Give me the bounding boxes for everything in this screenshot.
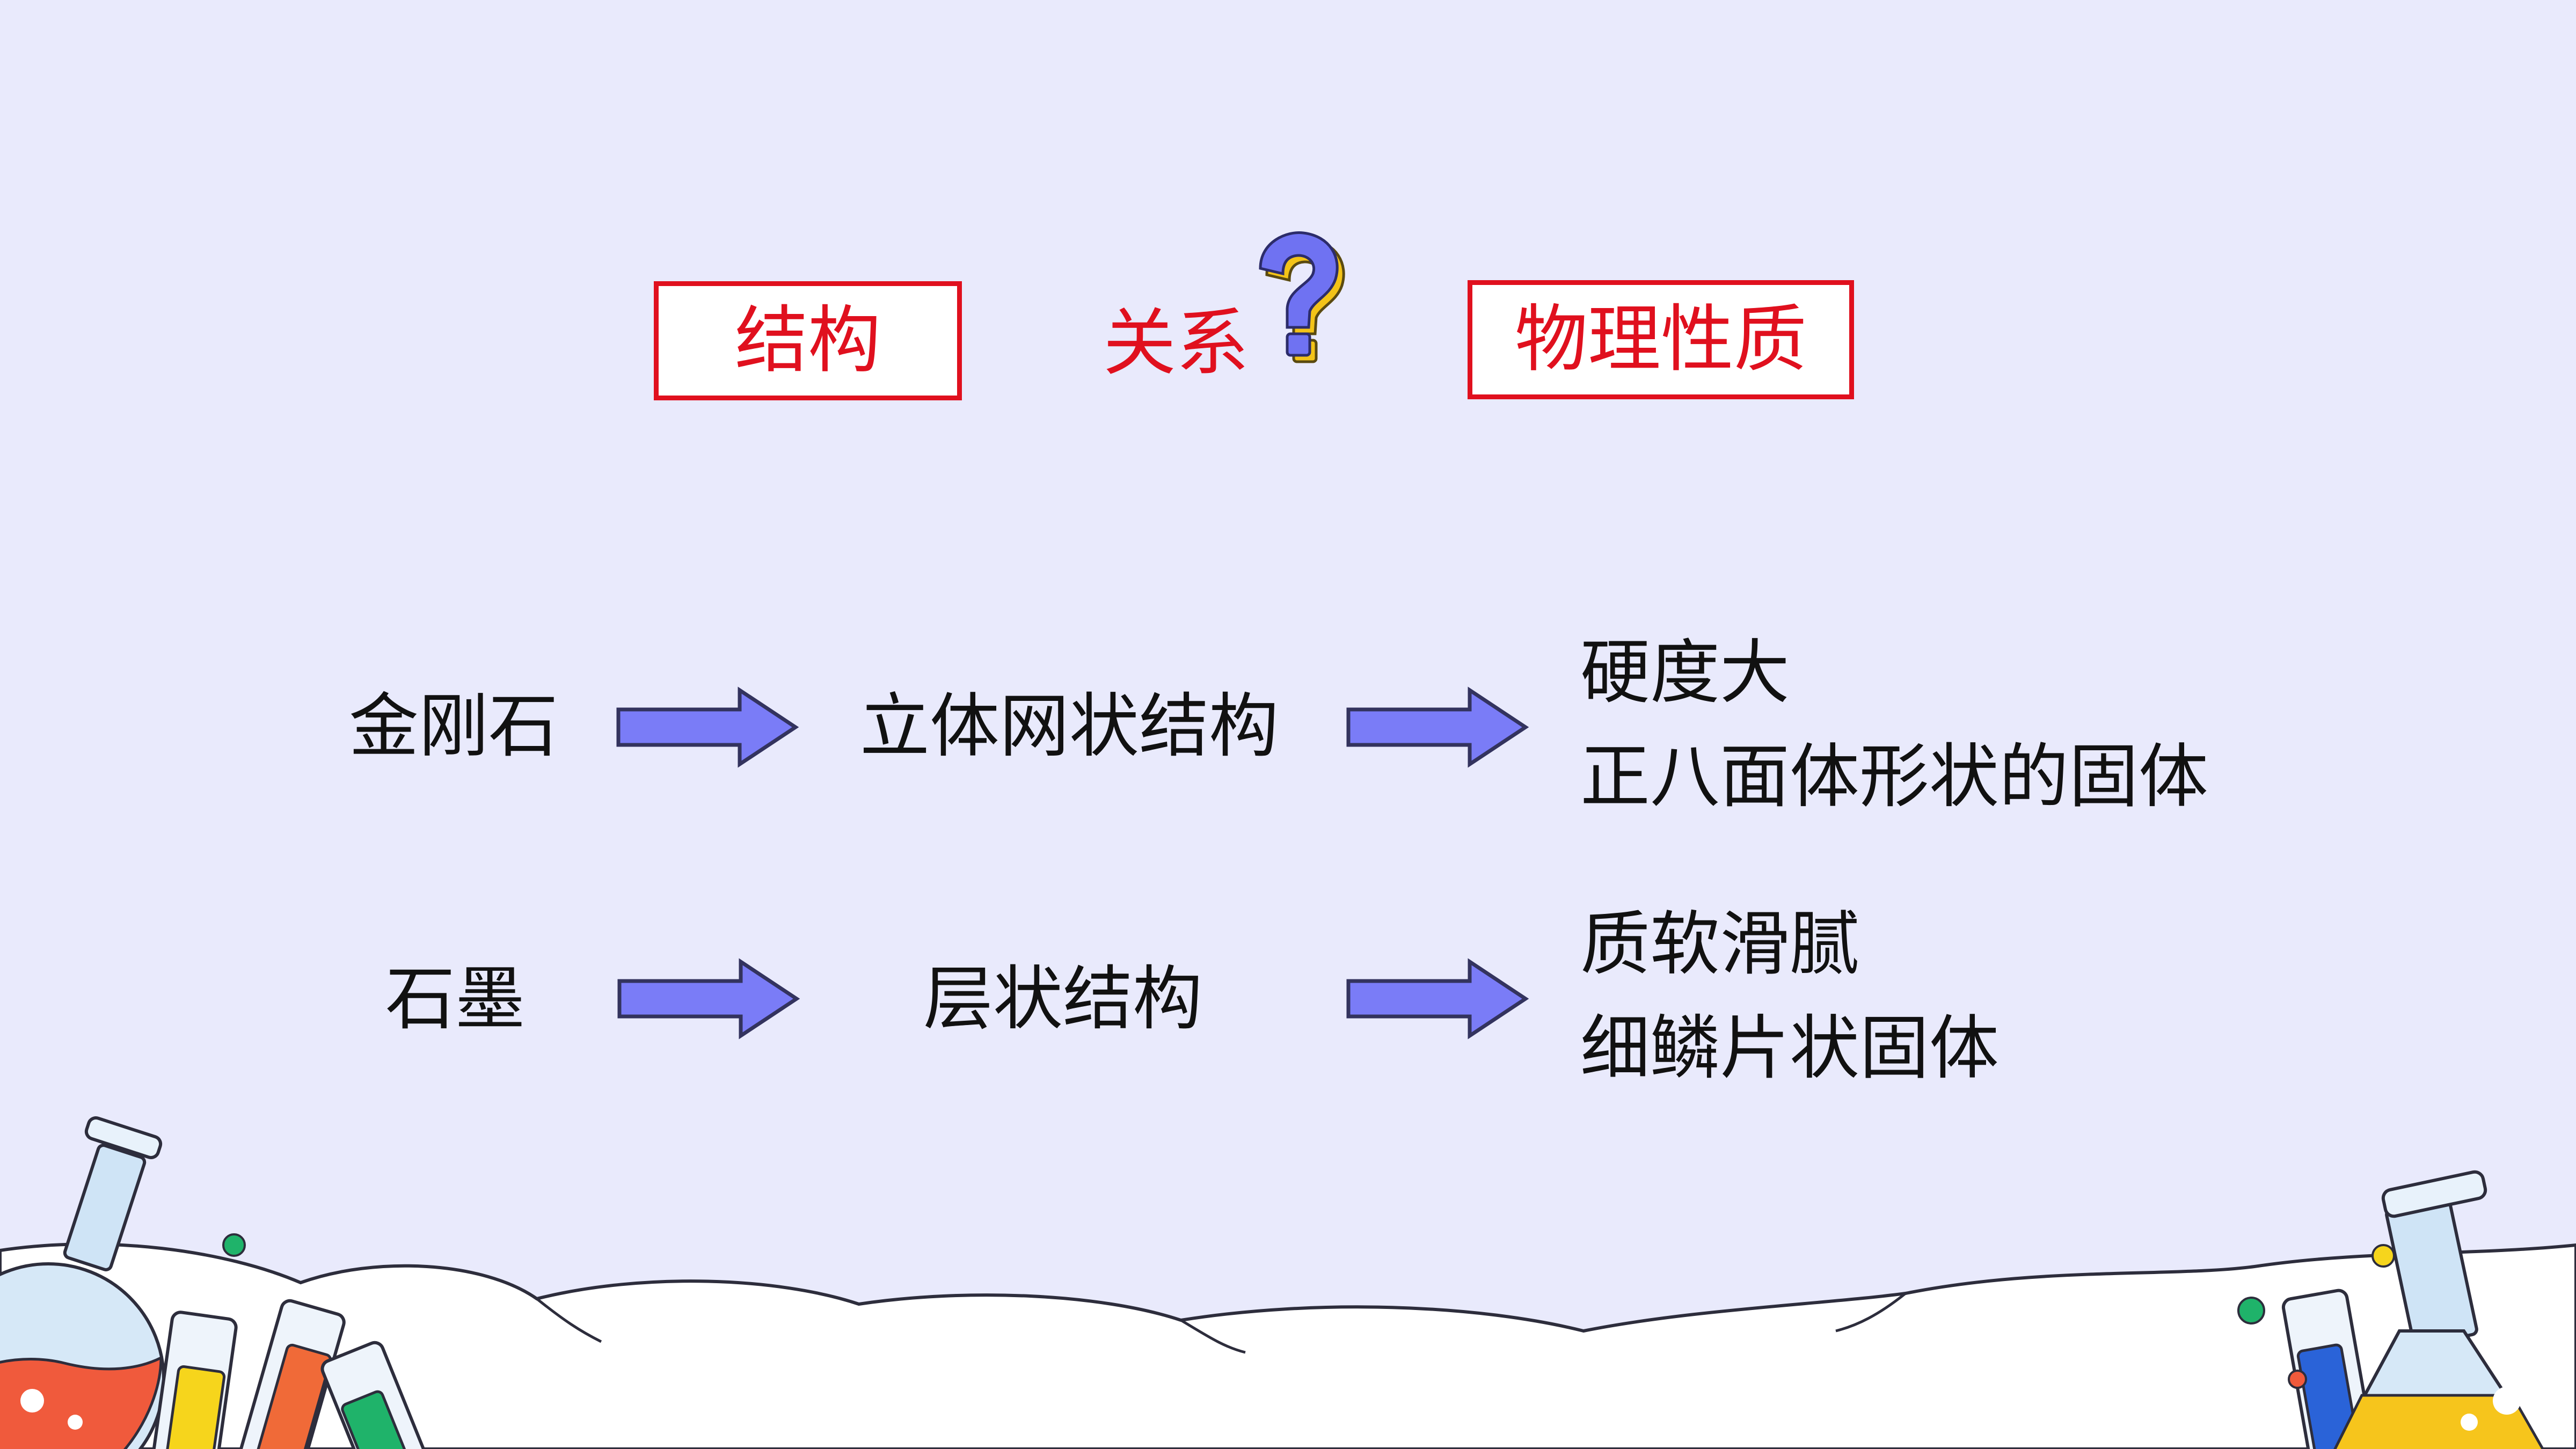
bubble-icon	[222, 1233, 246, 1257]
round-flask-icon	[0, 1116, 165, 1449]
bubble-icon	[2288, 1370, 2307, 1389]
structure-graphite: 层状结构	[923, 958, 1203, 1040]
arrow-icon	[1346, 686, 1529, 768]
structure-diamond: 立体网状结构	[860, 685, 1279, 767]
bottom-decoration	[0, 1116, 2576, 1449]
test-tube-icon	[320, 1341, 431, 1449]
relation-label: 关系	[1103, 301, 1249, 386]
conical-flask-icon	[2333, 1170, 2545, 1449]
property-graphite-2: 细鳞片状固体	[1580, 1007, 1999, 1089]
test-tube-icon	[149, 1311, 238, 1449]
property-diamond-2: 正八面体形状的固体	[1580, 736, 2209, 817]
property-box: 物理性质	[1468, 280, 1854, 399]
substance-graphite: 石墨	[385, 958, 526, 1040]
question-mark-icon	[1259, 231, 1345, 363]
arrow-icon	[1346, 958, 1529, 1040]
property-label: 物理性质	[1515, 297, 1807, 382]
arrow-icon	[616, 686, 799, 768]
structure-label: 结构	[735, 298, 881, 383]
structure-box: 结构	[654, 281, 962, 400]
bubble-icon	[2237, 1297, 2265, 1324]
property-graphite-1: 质软滑腻	[1580, 903, 1860, 985]
bubble-icon	[2371, 1244, 2395, 1268]
cloud-band	[0, 1242, 2576, 1449]
property-diamond-1: 硬度大	[1580, 632, 1790, 713]
test-tube-icon	[234, 1299, 346, 1449]
arrow-icon	[617, 958, 800, 1040]
substance-diamond: 金刚石	[349, 685, 559, 767]
